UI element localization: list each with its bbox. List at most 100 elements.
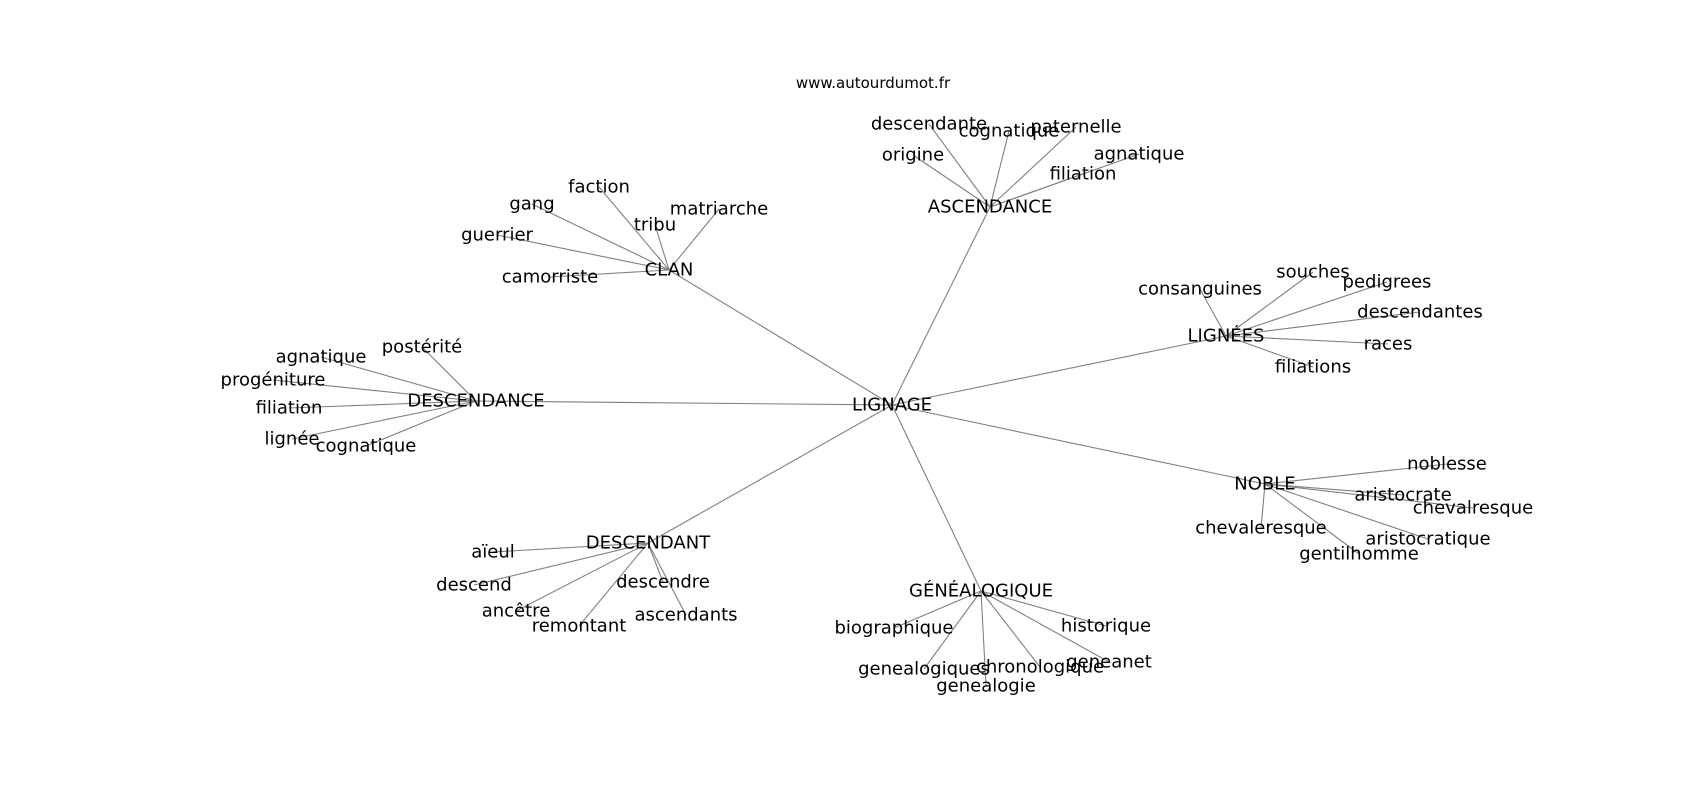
edge-hub-to-leaf <box>1264 483 1404 496</box>
leaf-word: agnatique <box>1094 144 1185 165</box>
edge-hub-to-leaf <box>421 346 477 402</box>
leaf-word: guerrier <box>461 225 533 246</box>
leaf-word: historique <box>1061 616 1151 637</box>
leaf-word: descendre <box>616 572 710 593</box>
leaf-word: paternelle <box>1030 117 1121 138</box>
hub-word: CLAN <box>645 260 694 281</box>
edge-hub-to-leaf <box>291 400 477 440</box>
edge-hub-to-leaf <box>598 186 670 271</box>
edge-center-to-hub <box>891 404 982 592</box>
hub-word: DESCENDANT <box>586 533 711 554</box>
leaf-word: pedigrees <box>1343 272 1432 293</box>
edge-hub-to-leaf <box>893 590 982 629</box>
edge-hub-to-leaf <box>1264 483 1429 540</box>
edge-hub-to-leaf <box>496 234 670 271</box>
edge-hub-to-leaf <box>980 590 1110 663</box>
edge-hub-to-leaf <box>1225 335 1314 368</box>
edge-center-to-hub <box>891 335 1227 406</box>
hub-word: NOBLE <box>1234 474 1295 495</box>
edge-hub-to-leaf <box>492 542 649 553</box>
leaf-word: origine <box>882 145 944 166</box>
edge-hub-to-leaf <box>980 590 1107 627</box>
edge-hub-to-leaf <box>980 590 1041 668</box>
edge-hub-to-leaf <box>549 269 670 278</box>
edge-hub-to-leaf <box>1225 271 1314 337</box>
leaf-word: noblesse <box>1407 454 1487 475</box>
leaf-word: aristocrate <box>1354 485 1451 506</box>
edge-hub-to-leaf <box>320 356 477 402</box>
site-label: www.autourdumot.fr <box>796 74 951 92</box>
edge-hub-to-leaf <box>668 208 720 271</box>
leaf-word: genealogiques <box>858 659 990 680</box>
leaf-word: chevaleresque <box>1195 518 1327 539</box>
edge-hub-to-leaf <box>989 126 1077 208</box>
edge-hub-to-leaf <box>473 542 649 586</box>
edge-hub-to-leaf <box>1225 311 1421 337</box>
edge-center-to-hub <box>475 400 893 406</box>
edge-hub-to-leaf <box>578 542 649 627</box>
edge-hub-to-leaf <box>1264 463 1448 485</box>
edge-hub-to-leaf <box>923 590 982 670</box>
edge-center-to-hub <box>891 206 991 406</box>
leaf-word: chronologique <box>976 657 1104 678</box>
edges-layer <box>272 123 1474 687</box>
leaf-word: gang <box>509 194 554 215</box>
edge-hub-to-leaf <box>647 542 687 616</box>
leaf-word: descendante <box>871 114 987 135</box>
edge-hub-to-leaf <box>1264 483 1360 555</box>
edge-hub-to-leaf <box>365 400 477 447</box>
leaf-word: cognatique <box>316 436 417 457</box>
edge-hub-to-leaf <box>1264 483 1474 509</box>
edge-center-to-hub <box>891 404 1266 485</box>
edge-hub-to-leaf <box>647 542 664 583</box>
leaf-word: genealogie <box>936 676 1036 697</box>
leaf-word: ancêtre <box>482 601 551 622</box>
leaf-word: tribu <box>634 215 676 236</box>
edge-hub-to-leaf <box>1199 288 1227 337</box>
edge-hub-to-leaf <box>1260 483 1266 529</box>
edge-center-to-hub <box>668 269 893 406</box>
edge-hub-to-leaf <box>654 224 670 271</box>
leaf-word: descend <box>436 575 512 596</box>
leaf-word: camorriste <box>502 267 598 288</box>
edge-hub-to-leaf <box>272 379 477 402</box>
edge-hub-to-leaf <box>1225 281 1388 337</box>
leaf-word: consanguines <box>1138 279 1262 300</box>
edge-hub-to-leaf <box>989 130 1010 208</box>
leaf-word: remontant <box>532 616 627 637</box>
hub-word: DESCENDANCE <box>407 391 544 412</box>
leaf-word: agnatique <box>276 347 367 368</box>
leaf-word: matriarche <box>670 199 768 220</box>
edge-hub-to-leaf <box>531 203 670 271</box>
leaf-word: lignée <box>265 429 320 450</box>
leaf-word: races <box>1364 334 1413 355</box>
leaf-word: souches <box>1276 262 1350 283</box>
leaf-word: faction <box>568 177 630 198</box>
edge-hub-to-leaf <box>1225 335 1389 345</box>
labels-layer: descendante cognatique paternelle origine ag… <box>221 114 1534 697</box>
leaf-word: aristocratique <box>1365 529 1490 550</box>
hub-word: LIGNÉES <box>1188 325 1265 347</box>
edge-center-to-hub <box>647 404 893 544</box>
edge-hub-to-leaf <box>928 123 991 208</box>
hub-word: ASCENDANCE <box>928 197 1052 218</box>
leaf-word: filiation <box>1050 164 1117 185</box>
edge-hub-to-leaf <box>288 400 477 409</box>
leaf-word: aïeul <box>471 542 515 563</box>
leaf-word: descendantes <box>1357 302 1483 323</box>
leaf-word: biographique <box>834 618 953 639</box>
edge-hub-to-leaf <box>980 590 987 687</box>
leaf-word: geneanet <box>1066 652 1152 673</box>
center-word: LIGNAGE <box>852 395 932 416</box>
edge-hub-to-leaf <box>989 173 1084 208</box>
edge-hub-to-leaf <box>515 542 649 612</box>
hub-word: GÉNÉALOGIQUE <box>909 580 1053 602</box>
leaf-word: progéniture <box>221 370 326 391</box>
leaf-word: filiation <box>256 398 323 419</box>
leaf-word: chevalresque <box>1413 498 1533 519</box>
leaf-word: ascendants <box>634 605 737 626</box>
leaf-word: postérité <box>382 337 462 358</box>
edge-hub-to-leaf <box>912 154 991 208</box>
leaf-word: filiations <box>1275 357 1351 378</box>
